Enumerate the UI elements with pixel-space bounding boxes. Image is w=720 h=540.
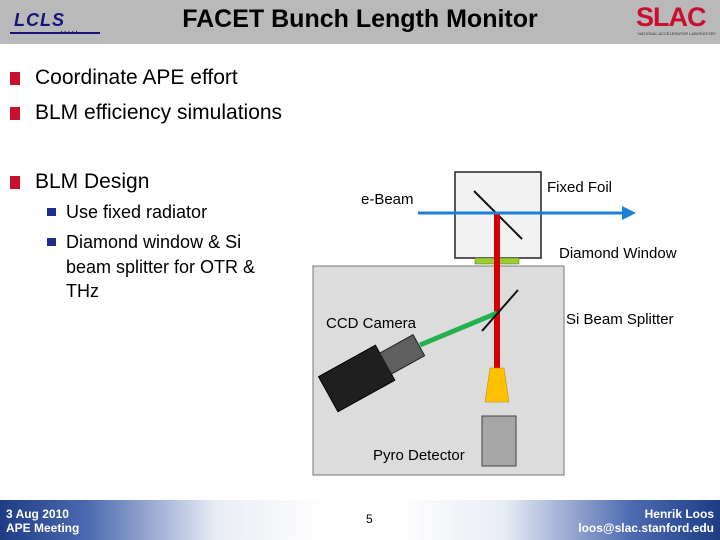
lcls-logo-text: LCLS	[14, 10, 65, 30]
lcls-logo-line	[10, 32, 100, 34]
sub-bullet-marker	[47, 238, 56, 246]
bullet-coordinate: Coordinate APE effort	[35, 66, 238, 89]
sub-bullet-marker	[47, 208, 56, 216]
ccd-camera	[317, 334, 426, 413]
e-beam-arrowhead	[622, 206, 636, 220]
label-fixed-foil: Fixed Foil	[547, 179, 613, 196]
bullet-blm-design: BLM Design	[35, 170, 150, 193]
footer-author: Henrik Loos	[644, 507, 714, 521]
label-e-beam: e-Beam	[361, 191, 414, 208]
footer-date: 3 Aug 2010	[6, 507, 69, 521]
footer-event: APE Meeting	[6, 521, 80, 535]
footer-left: 3 Aug 2010 APE Meeting	[6, 507, 79, 535]
red-light-path	[494, 213, 500, 368]
sub-bullet-diamond-line1: Diamond window & Si	[66, 232, 242, 252]
page-number: 5	[366, 512, 373, 526]
footer-bar	[0, 500, 720, 540]
green-light-path	[419, 310, 498, 348]
bullet-marker	[10, 107, 20, 120]
pyro-cone	[484, 367, 510, 403]
header-bar	[0, 0, 720, 44]
bullet-marker	[10, 176, 20, 189]
pyro-detector	[481, 415, 517, 467]
label-ccd-camera: CCD Camera	[326, 315, 417, 332]
bullet-simulations: BLM efficiency simulations	[35, 101, 283, 124]
slide-title: FACET Bunch Length Monitor	[182, 5, 538, 33]
slac-logo-subtext: NATIONAL ACCELERATOR LABORATORY	[638, 31, 717, 36]
label-diamond-window: Diamond Window	[559, 245, 677, 262]
label-si-beam-splitter: Si Beam Splitter	[566, 311, 674, 328]
slac-logo-text: SLAC	[636, 2, 706, 32]
footer-email: loos@slac.stanford.edu	[578, 521, 714, 535]
si-beam-splitter	[481, 289, 519, 332]
sub-bullet-radiator: Use fixed radiator	[66, 202, 208, 222]
sub-bullet-diamond-line2: beam splitter for OTR &	[66, 257, 256, 277]
lcls-logo: LCLS .....	[10, 10, 100, 35]
sub-bullet-diamond-line3: THz	[66, 281, 99, 301]
lcls-logo-dots: .....	[60, 24, 79, 35]
bullet-marker	[10, 72, 20, 85]
label-pyro-detector: Pyro Detector	[373, 447, 465, 464]
slac-logo: SLAC NATIONAL ACCELERATOR LABORATORY	[636, 2, 717, 38]
footer-right: Henrik Loos loos@slac.stanford.edu	[578, 507, 714, 535]
